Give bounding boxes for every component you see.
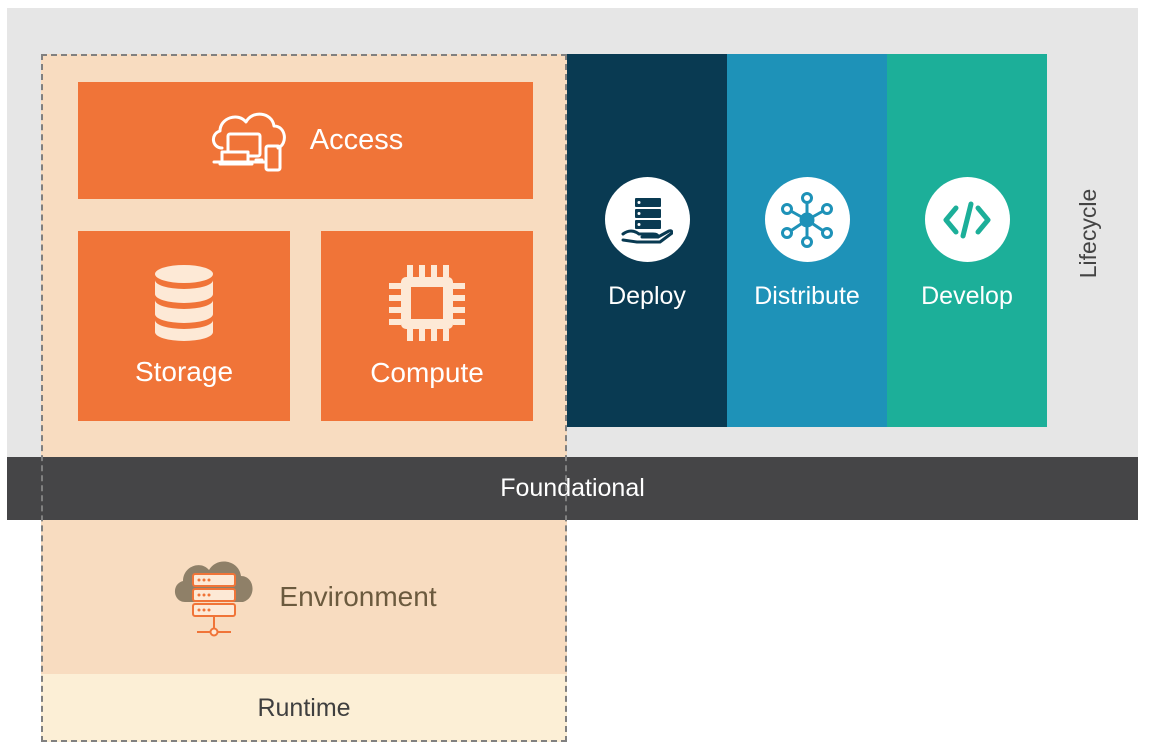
runtime-label: Runtime	[257, 693, 351, 722]
environment-block: Environment	[41, 520, 567, 674]
deploy-label: Deploy	[608, 282, 686, 310]
cpu-chip-icon	[387, 263, 467, 343]
distribute-label: Distribute	[754, 282, 860, 310]
storage-label: Storage	[134, 356, 234, 387]
compute-label: Compute	[370, 357, 484, 388]
access-label: Access	[309, 124, 404, 156]
develop-label: Develop	[921, 282, 1013, 310]
distribute-column: Distribute	[727, 54, 887, 427]
distribute-circle	[764, 177, 850, 262]
runtime-strip: Runtime	[41, 674, 567, 742]
compute-block: Compute	[321, 231, 533, 421]
lifecycle-label: Lifecycle	[1075, 188, 1102, 278]
foundational-bar: Foundational	[7, 457, 1138, 520]
lifecycle-label-box: Lifecycle	[1071, 178, 1107, 288]
access-block: Access	[78, 82, 533, 199]
deploy-column: Deploy	[567, 54, 727, 427]
storage-block: Storage	[78, 231, 290, 421]
database-icon	[152, 264, 216, 342]
network-nodes-icon	[779, 191, 835, 248]
environment-label: Environment	[279, 581, 437, 612]
cloud-devices-icon	[208, 106, 288, 176]
deploy-circle	[604, 177, 690, 262]
foundational-label: Foundational	[500, 474, 645, 502]
cloud-server-icon	[171, 552, 257, 642]
code-icon	[942, 198, 992, 242]
server-hand-icon	[621, 194, 673, 246]
develop-circle	[924, 177, 1010, 262]
develop-column: Develop	[887, 54, 1047, 427]
